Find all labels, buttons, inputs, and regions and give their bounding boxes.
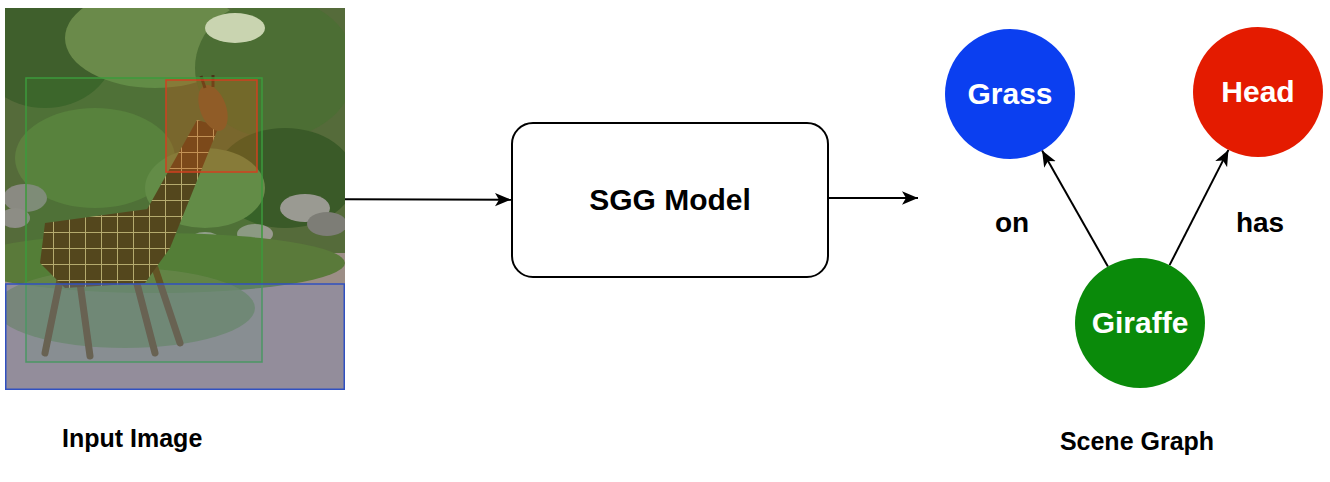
object-node: Giraffe xyxy=(1075,258,1205,388)
relation-arrow xyxy=(1042,151,1108,267)
process-box: SGG Model xyxy=(511,122,829,278)
rock xyxy=(307,212,345,236)
input-image: Input Image xyxy=(5,8,345,390)
section-caption: Scene Graph xyxy=(1060,427,1214,456)
node-circle-shape xyxy=(1193,27,1323,157)
output-arrow xyxy=(829,197,918,199)
object-node: Head xyxy=(1193,27,1323,157)
relation-arrow xyxy=(1170,150,1229,265)
node-label: Grass xyxy=(967,77,1052,112)
node-circle-shape xyxy=(1075,258,1205,388)
node-circle-shape xyxy=(945,29,1075,159)
sky-gap xyxy=(205,13,265,43)
relation-label: has xyxy=(1232,206,1288,240)
relation-label: on xyxy=(991,206,1033,240)
head-bounding-box xyxy=(166,80,257,172)
grass-bounding-box xyxy=(6,284,345,389)
relation-arrow xyxy=(345,198,511,200)
object-node: Grass xyxy=(945,29,1075,159)
node-label: Giraffe xyxy=(1092,306,1189,341)
node-label: Head xyxy=(1221,75,1294,110)
node-label: SGG Model xyxy=(589,183,751,218)
giraffe-photo xyxy=(5,8,345,390)
image-caption: Input Image xyxy=(62,424,202,453)
